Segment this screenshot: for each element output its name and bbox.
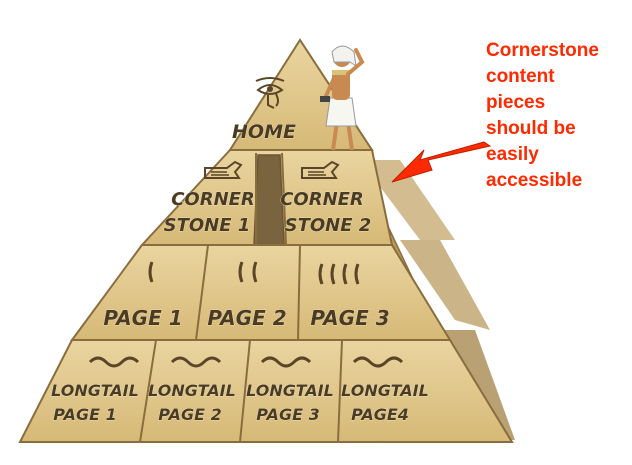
block-page-3: PAGE 3 bbox=[310, 263, 390, 330]
block-page-1: PAGE 1 bbox=[103, 261, 183, 330]
eye-of-horus-icon bbox=[255, 77, 285, 109]
page-3-label: PAGE 3 bbox=[310, 306, 389, 330]
egyptian-worker-figure bbox=[320, 45, 365, 151]
callout-line-1: Cornerstone bbox=[486, 40, 599, 61]
block-longtail-2: LONGTAIL PAGE 2 bbox=[148, 356, 236, 424]
cornerstone-1-line2: STONE 1 bbox=[164, 215, 251, 236]
block-longtail-1: LONGTAIL PAGE 1 bbox=[51, 356, 140, 424]
longtail-1-line1: LONGTAIL bbox=[51, 381, 139, 400]
wave-glyph-icon bbox=[260, 356, 312, 368]
wave-glyph-icon bbox=[170, 356, 222, 368]
row-longtail: LONGTAIL PAGE 1 LONGTAIL PAGE 2 LONGTAIL… bbox=[18, 339, 514, 443]
callout-line-2: content bbox=[486, 66, 555, 87]
cornerstone-1-line1: CORNER bbox=[171, 189, 255, 210]
row-cornerstones: CORNER STONE 1 CORNER STONE 2 bbox=[139, 149, 394, 246]
block-cornerstone-1: CORNER STONE 1 bbox=[163, 160, 255, 236]
block-page-2: PAGE 2 bbox=[207, 261, 287, 330]
longtail-2-line2: PAGE 2 bbox=[158, 405, 221, 424]
wave-glyph-icon bbox=[88, 356, 140, 368]
cornerstone-2-line1: CORNER bbox=[280, 189, 364, 210]
callout-line-4: should be bbox=[486, 118, 576, 139]
block-longtail-4: LONGTAIL PAGE4 bbox=[341, 356, 429, 424]
longtail-4-line2: PAGE4 bbox=[351, 405, 409, 424]
longtail-3-line2: PAGE 3 bbox=[256, 405, 319, 424]
block-longtail-3: LONGTAIL PAGE 3 bbox=[246, 356, 334, 424]
page-1-label: PAGE 1 bbox=[103, 306, 182, 330]
wave-glyph-icon bbox=[352, 356, 404, 368]
callout-arrow bbox=[391, 141, 492, 183]
hand-glyph-icon bbox=[301, 160, 340, 179]
block-cornerstone-2: CORNER STONE 2 bbox=[280, 160, 372, 236]
hand-glyph-icon bbox=[204, 160, 243, 179]
callout-line-6: accessible bbox=[486, 170, 583, 191]
longtail-3-line1: LONGTAIL bbox=[246, 381, 334, 400]
page-2-label: PAGE 2 bbox=[207, 306, 286, 330]
callout-line-5: easily bbox=[486, 144, 539, 165]
home-label: HOME bbox=[232, 121, 296, 143]
longtail-2-line1: LONGTAIL bbox=[148, 381, 236, 400]
longtail-4-line1: LONGTAIL bbox=[341, 381, 429, 400]
longtail-1-line2: PAGE 1 bbox=[53, 405, 116, 424]
row-pages: PAGE 1 PAGE 2 PAGE 3 bbox=[70, 244, 452, 341]
callout-line-3: pieces bbox=[486, 92, 546, 113]
cornerstone-2-line2: STONE 2 bbox=[285, 215, 372, 236]
reed-stroke-icon bbox=[318, 263, 360, 285]
reed-stroke-icon bbox=[238, 261, 258, 283]
callout-text: Cornerstone content pieces should be eas… bbox=[486, 38, 626, 194]
reed-stroke-icon bbox=[148, 261, 154, 283]
